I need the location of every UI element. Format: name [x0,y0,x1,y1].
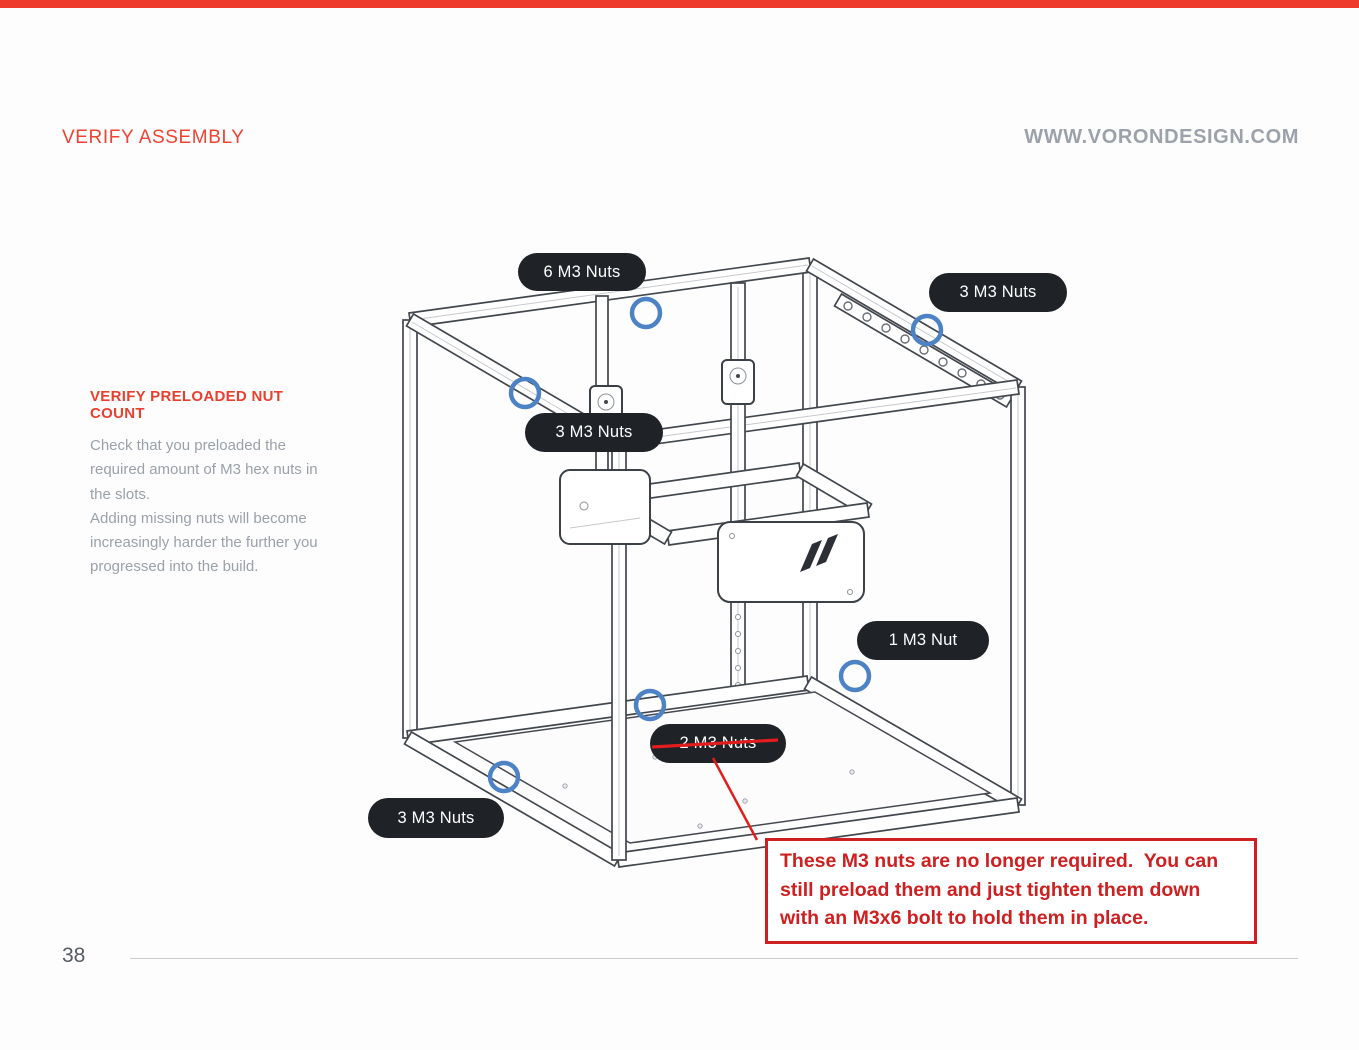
nut-highlight-circle [629,296,663,330]
voron-logo [800,534,838,572]
nut-highlight-circle [508,376,542,410]
annotation-box: These M3 nuts are no longer required. Yo… [765,838,1257,944]
top-red-bar [0,0,1359,8]
note-line: progressed into the build. [90,558,259,576]
nut-rail [833,292,1015,409]
callout-1-m3-nut: 1 M3 Nut [857,621,989,660]
annotation-line: These M3 nuts are no longer required. Yo… [780,850,1219,872]
note-line: Adding missing nuts will become [90,509,307,527]
nut-highlight-circle [487,760,521,794]
callout-6-m3-nuts: 6 M3 Nuts [518,253,646,291]
callout-3-m3-nuts-bottom-left: 3 M3 Nuts [368,798,504,838]
note-line: the slots. [90,485,151,503]
callout-3-m3-nuts-top-right: 3 M3 Nuts [929,273,1067,312]
gantry-assembly [559,462,873,603]
page-number: 38 [62,944,86,967]
note-line: increasingly harder the further you [90,534,318,552]
site-url: WWW.VORONDESIGN.COM [1024,126,1299,148]
note-line: required amount of M3 hex nuts in [90,461,318,479]
callout-2-m3-nuts-struck: 2 M3 Nuts [650,724,786,763]
callout-3-m3-nuts-left: 3 M3 Nuts [525,413,663,452]
nut-highlight-circle [910,313,944,347]
nut-highlight-circle [633,688,667,722]
instruction-note: VERIFY PRELOADED NUT COUNT Check that yo… [90,388,340,580]
page-title: VERIFY ASSEMBLY [62,127,245,148]
footer-divider [130,958,1298,959]
nut-highlight-circle [838,659,872,693]
z-motor-bracket [721,359,755,405]
annotation-line: still preload them and just tighten them… [780,878,1201,901]
note-title: VERIFY PRELOADED NUT COUNT [90,388,284,422]
note-line: Check that you preloaded the [90,437,286,454]
nut-highlight-circles [487,296,944,794]
annotation-line: with an M3x6 bolt to hold them in place. [780,907,1149,929]
